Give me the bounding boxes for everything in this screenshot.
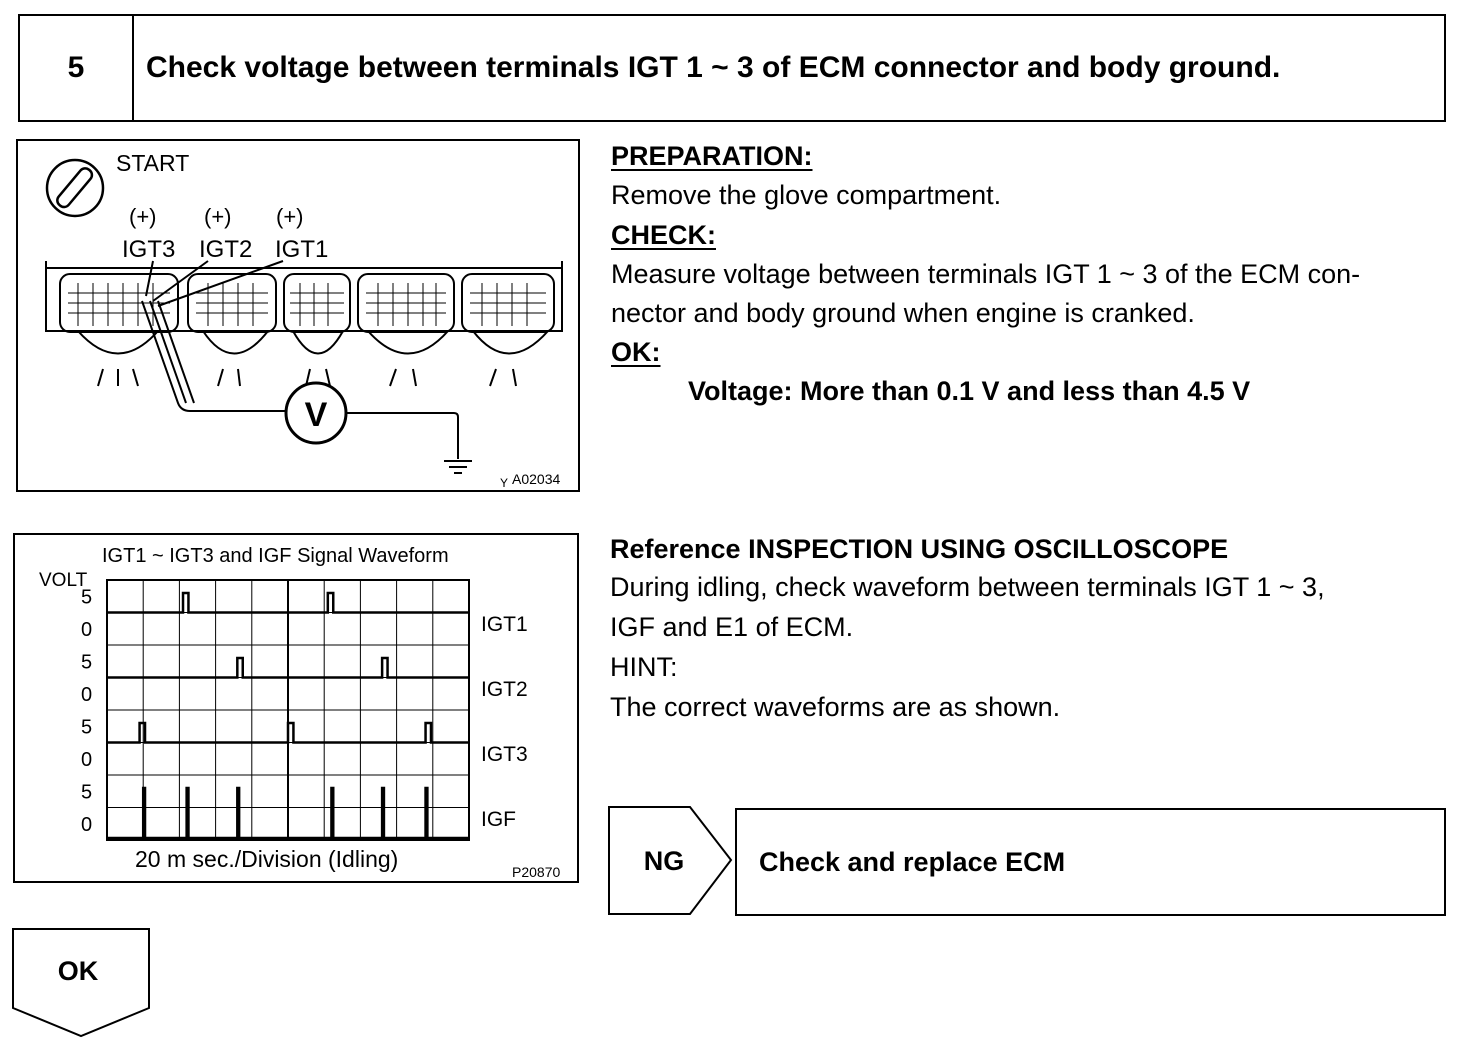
- voltmeter-icon: V: [284, 381, 348, 445]
- y-unit-label: VOLT: [39, 570, 88, 591]
- ok-result-arrow: OK: [12, 928, 150, 1038]
- check-heading: CHECK:: [611, 220, 716, 250]
- y-tick-label: 5: [81, 716, 92, 738]
- scope-grid: [106, 579, 470, 841]
- trace-igt2: [107, 656, 469, 679]
- ng-label: NG: [644, 846, 685, 876]
- probe-leads: [141, 260, 288, 412]
- waveform-figure: IGT1 ~ IGT3 and IGF Signal Waveform VOLT…: [13, 533, 579, 883]
- step-title: Check voltage between terminals IGT 1 ~ …: [146, 51, 1281, 84]
- y-tick-label: 5: [81, 651, 92, 673]
- channel-label: IGT3: [481, 743, 528, 766]
- ok-label: OK: [58, 956, 99, 986]
- y-tick-label: 0: [81, 814, 92, 836]
- ng-action-text: Check and replace ECM: [759, 846, 1066, 877]
- channel-label: IGT2: [481, 678, 528, 701]
- ok-spec: Voltage: More than 0.1 V and less than 4…: [688, 376, 1251, 406]
- preparation-text: Remove the glove compartment.: [611, 180, 1002, 210]
- y-tick-label: 0: [81, 749, 92, 771]
- ignition-switch-icon: [45, 158, 105, 218]
- y-tick-label: 5: [81, 781, 92, 803]
- hint-label: HINT:: [610, 652, 678, 682]
- step-number: 5: [20, 16, 134, 120]
- trace-igf: [107, 786, 469, 840]
- x-axis-label: 20 m sec./Division (Idling): [135, 846, 398, 872]
- reference-heading: Reference INSPECTION USING OSCILLOSCOPE: [610, 534, 1229, 564]
- channel-label: IGF: [481, 808, 516, 831]
- figure-code: A02034: [512, 471, 560, 487]
- scope-y-labels: 5 0 5 0 5 0 5 0: [81, 586, 92, 836]
- step-header: 5 Check voltage between terminals IGT 1 …: [18, 14, 1446, 122]
- ecm-connector: [45, 261, 563, 387]
- hint-text: The correct waveforms are as shown.: [610, 692, 1061, 722]
- terminal-name: IGT2: [199, 236, 252, 263]
- reference-text: During idling, check waveform between te…: [610, 572, 1325, 602]
- trace-igt1: [107, 591, 469, 614]
- reference-text: IGF and E1 of ECM.: [610, 612, 854, 642]
- ok-heading: OK:: [611, 337, 661, 367]
- y-tick-label: 0: [81, 619, 92, 641]
- ignition-label: START: [116, 150, 189, 176]
- y-tick-label: 0: [81, 684, 92, 706]
- terminal-polarity: (+): [276, 204, 304, 229]
- terminal-name: IGT3: [122, 236, 175, 263]
- ground-lead: [346, 412, 459, 459]
- channel-label: IGT1: [481, 613, 528, 636]
- ng-result-arrow: NG: [608, 806, 733, 915]
- figure-code: P20870: [512, 864, 560, 880]
- waveform-title: IGT1 ~ IGT3 and IGF Signal Waveform: [102, 545, 449, 567]
- terminal-polarity: (+): [204, 204, 232, 229]
- preparation-heading: PREPARATION:: [611, 141, 813, 171]
- oscilloscope-chart: IGT1 ~ IGT3 and IGF Signal Waveform VOLT…: [39, 545, 560, 880]
- check-text: nector and body ground when engine is cr…: [611, 298, 1195, 328]
- ground-icon: [444, 460, 472, 474]
- voltmeter-symbol: V: [305, 396, 328, 434]
- terminal-polarity: (+): [129, 204, 157, 229]
- wiring-figure: START (+) (+) (+) IGT3 IGT2 IGT1: [16, 139, 580, 492]
- figure-code-prefix: Y: [500, 476, 508, 490]
- terminal-name: IGT1: [275, 236, 328, 263]
- trace-igt3: [107, 721, 469, 744]
- y-tick-label: 5: [81, 586, 92, 608]
- ng-action-box: Check and replace ECM: [735, 808, 1446, 916]
- scope-traces: [107, 591, 469, 840]
- check-text: Measure voltage between terminals IGT 1 …: [611, 259, 1361, 289]
- wiring-diagram: START (+) (+) (+) IGT3 IGT2 IGT1: [45, 150, 563, 490]
